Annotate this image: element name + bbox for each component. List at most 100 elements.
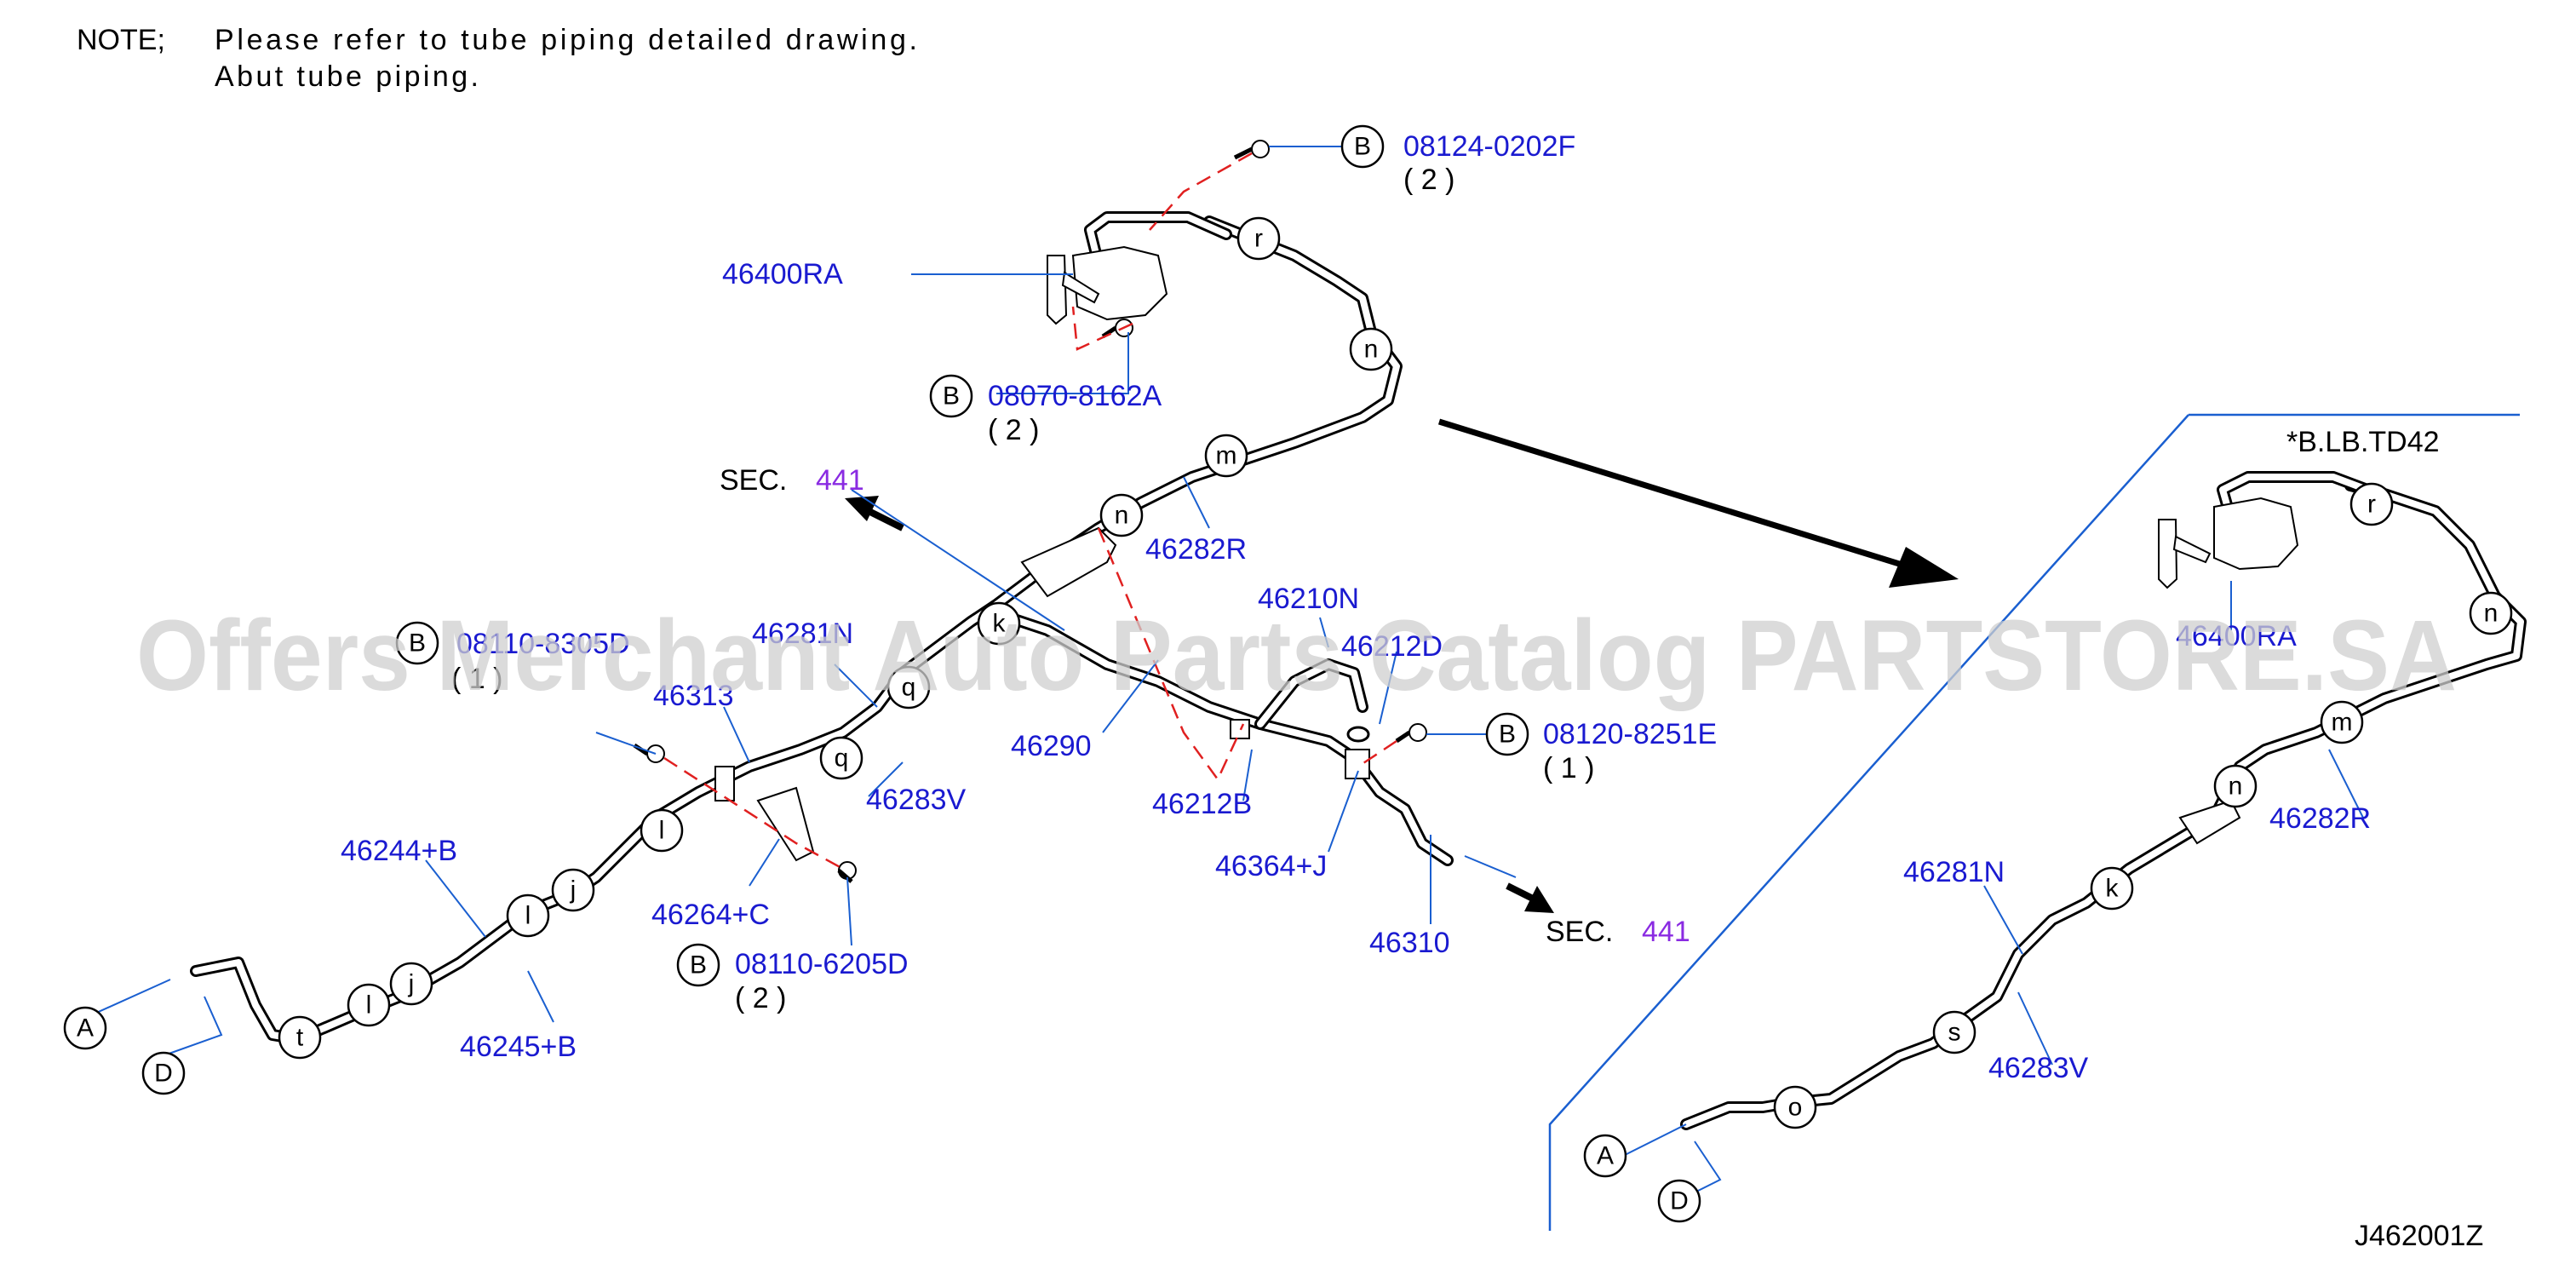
pipe-bracket-shape xyxy=(1020,526,1117,598)
svg-text:D: D xyxy=(1670,1187,1689,1215)
sec-ref-bottom[interactable]: SEC. 441 xyxy=(1546,916,1690,948)
bubble-j-2: j xyxy=(389,962,433,1006)
bubble-k: k xyxy=(977,601,1021,646)
inset-bubble-m: m xyxy=(2320,700,2364,744)
svg-text:B: B xyxy=(409,629,426,658)
part-46282r[interactable]: 46282R xyxy=(1145,533,1247,566)
svg-text:r: r xyxy=(2367,491,2376,519)
bubble-b-5: B xyxy=(676,943,720,987)
svg-text:A: A xyxy=(77,1014,94,1043)
sec-ref-top-number[interactable]: 441 xyxy=(816,464,864,497)
sec-ref-bottom-number[interactable]: 441 xyxy=(1642,916,1690,948)
watermark-text: Offers Merchant Auto Parts Catalog PARTS… xyxy=(136,600,2457,712)
inset-bubble-n-2: n xyxy=(2213,764,2258,808)
part-46281n[interactable]: 46281N xyxy=(752,618,853,650)
bubble-b-1: B xyxy=(1340,124,1385,169)
sec-ref-bottom-label: SEC. xyxy=(1546,916,1613,948)
svg-text:n: n xyxy=(1364,336,1379,364)
inset-bubble-n-1: n xyxy=(2469,591,2513,635)
bubble-j-1: j xyxy=(551,868,595,912)
washer-icon xyxy=(1346,726,1370,743)
bubble-q-1: q xyxy=(886,665,931,710)
part-08120-8251e[interactable]: 08120-8251E xyxy=(1543,718,1717,750)
inset-part-46400ra[interactable]: 46400RA xyxy=(2176,620,2297,652)
part-46400ra[interactable]: 46400RA xyxy=(722,258,843,290)
inset-bubble-o: o xyxy=(1773,1085,1817,1129)
note-line-2: Abut tube piping. xyxy=(215,60,479,93)
note-block: NOTE; Please refer to tube piping detail… xyxy=(77,24,917,93)
bubble-n-1: n xyxy=(1349,327,1393,371)
inset-part-46281n[interactable]: 46281N xyxy=(1903,856,2005,888)
inset-part-46283v[interactable]: 46283V xyxy=(1988,1052,2089,1084)
part-08110-6205d[interactable]: 08110-6205D xyxy=(735,948,909,980)
svg-text:s: s xyxy=(1948,1019,1961,1047)
part-46212b[interactable]: 46212B xyxy=(1152,788,1252,820)
inset-bubble-k: k xyxy=(2090,866,2134,911)
bubble-l-3: l xyxy=(347,983,391,1027)
bubble-d: D xyxy=(141,1051,186,1095)
brake-caliper-shape xyxy=(1071,245,1168,321)
part-46245-b[interactable]: 46245+B xyxy=(460,1031,577,1063)
part-08070-8162a[interactable]: 08070-8162A xyxy=(988,380,1162,412)
svg-text:k: k xyxy=(2106,875,2120,903)
svg-text:t: t xyxy=(296,1024,304,1052)
bolt-icon xyxy=(1233,140,1270,160)
bubble-r: r xyxy=(1236,216,1281,261)
inset-frame-border xyxy=(1548,413,2520,1231)
bubble-l-1: l xyxy=(640,808,684,853)
svg-text:n: n xyxy=(2484,600,2499,628)
inset-bubble-s: s xyxy=(1932,1010,1976,1054)
inset-bubble-d: D xyxy=(1657,1179,1701,1223)
part-08124-0202f[interactable]: 08124-0202F xyxy=(1403,130,1575,163)
bolt-icon xyxy=(837,861,857,883)
svg-text:m: m xyxy=(1216,442,1237,470)
sec-ref-top[interactable]: SEC. 441 xyxy=(720,464,864,497)
note-line-1: Please refer to tube piping detailed dra… xyxy=(215,24,917,56)
svg-text:B: B xyxy=(1499,721,1516,749)
part-46244-b[interactable]: 46244+B xyxy=(341,835,457,867)
part-46310[interactable]: 46310 xyxy=(1369,927,1450,959)
svg-text:A: A xyxy=(1597,1142,1614,1170)
svg-text:n: n xyxy=(1115,502,1129,530)
part-46212d[interactable]: 46212D xyxy=(1341,630,1443,663)
callout-lines xyxy=(84,146,2364,1193)
svg-text:D: D xyxy=(154,1060,173,1088)
sec-ref-top-label: SEC. xyxy=(720,464,787,497)
bubble-b-2: B xyxy=(929,374,973,418)
part-46283v[interactable]: 46283V xyxy=(866,784,967,816)
svg-text:j: j xyxy=(570,876,577,905)
svg-text:j: j xyxy=(408,970,415,998)
inset-bubble-a: A xyxy=(1583,1134,1627,1178)
part-46264-c[interactable]: 46264+C xyxy=(651,899,770,931)
bubble-b-3: B xyxy=(1485,712,1529,756)
bubble-l-2: l xyxy=(506,893,550,938)
part-46313[interactable]: 46313 xyxy=(653,680,734,712)
bubble-m: m xyxy=(1204,434,1248,478)
guide-dashed-line xyxy=(663,152,1397,870)
part-08110-6205d-qty: ( 2 ) xyxy=(735,982,786,1014)
bubble-b-4: B xyxy=(395,621,439,665)
svg-text:k: k xyxy=(993,610,1007,638)
svg-text:r: r xyxy=(1254,225,1263,253)
part-46364-j[interactable]: 46364+J xyxy=(1215,850,1327,882)
bolt-icon xyxy=(1395,723,1427,744)
part-08070-8162a-qty: ( 2 ) xyxy=(988,414,1039,446)
svg-text:B: B xyxy=(690,951,707,980)
inset-part-46282r[interactable]: 46282R xyxy=(2269,802,2371,835)
inset-pipe-assembly xyxy=(1680,471,2527,1130)
svg-text:n: n xyxy=(2229,773,2243,801)
part-46210n[interactable]: 46210N xyxy=(1258,583,1359,615)
svg-text:m: m xyxy=(2332,709,2353,737)
inset-caliper-shape xyxy=(2213,497,2299,571)
svg-text:B: B xyxy=(1354,133,1371,161)
part-46290[interactable]: 46290 xyxy=(1011,730,1092,762)
bubble-a: A xyxy=(63,1006,107,1050)
part-08110-8305d-qty: ( 1 ) xyxy=(451,663,502,695)
svg-text:l: l xyxy=(366,991,372,1020)
svg-text:l: l xyxy=(659,817,665,845)
inset-bubble-r: r xyxy=(2349,482,2394,526)
part-08110-8305d[interactable]: 08110-8305D xyxy=(456,628,630,660)
detail-arrow xyxy=(1437,418,1959,588)
sec-arrow-bottom xyxy=(1506,882,1554,913)
